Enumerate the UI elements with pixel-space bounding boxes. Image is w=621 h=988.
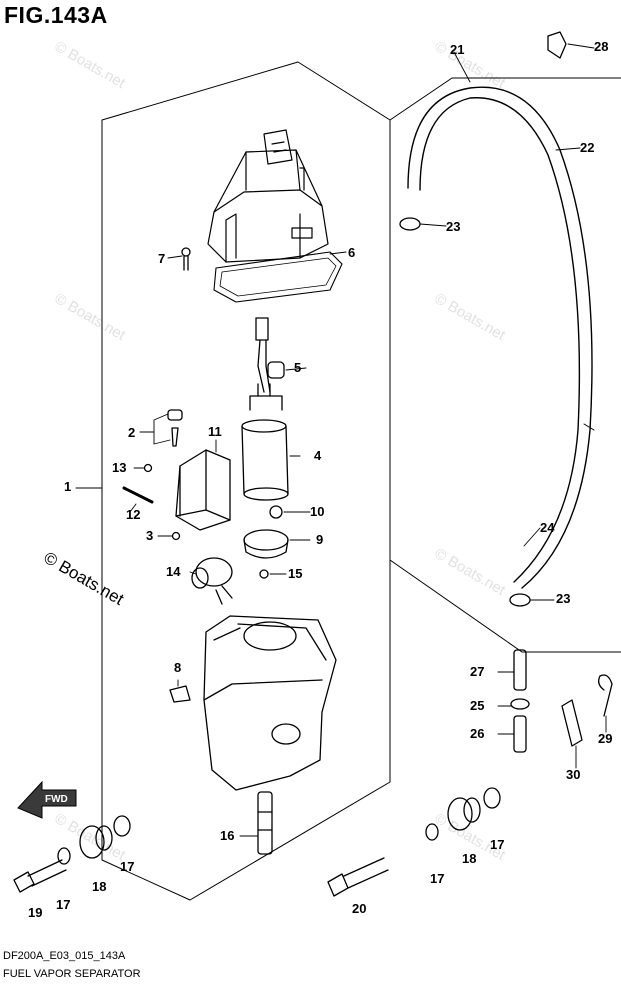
callout-21: 21 [450, 42, 465, 57]
callout-18: 18 [462, 851, 477, 866]
assembly-frame-right [389, 77, 621, 653]
pressure-regulator-part [191, 557, 233, 605]
callout-16: 16 [220, 828, 235, 843]
figure-name: FUEL VAPOR SEPARATOR [3, 968, 141, 980]
callout-7: 7 [158, 251, 166, 266]
hose-clamp-part [399, 217, 421, 231]
pipe-part-26 [513, 715, 527, 753]
vapor-separator-body [203, 615, 337, 791]
callout-4: 4 [314, 448, 322, 463]
collar-part-17 [57, 847, 71, 865]
forward-arrow-label: FWD [45, 794, 68, 805]
callout-25: 25 [470, 698, 485, 713]
figure-code: DF200A_E03_015_143A [3, 950, 126, 962]
callout-1: 1 [64, 479, 72, 494]
callout-17: 17 [56, 897, 71, 912]
callout-5: 5 [294, 360, 302, 375]
bolt-part-19 [13, 859, 67, 893]
screw-part-7 [181, 247, 191, 271]
fitting-part-2 [167, 409, 183, 447]
callout-9: 9 [316, 532, 324, 547]
callout-17: 17 [120, 859, 135, 874]
pump-bracket-part [243, 529, 289, 559]
callout-29: 29 [598, 731, 613, 746]
callout-28: 28 [594, 39, 609, 54]
rod-part [122, 486, 154, 504]
callout-22: 22 [580, 140, 595, 155]
callout-26: 26 [470, 726, 485, 741]
grommet-part-18-right [447, 797, 481, 831]
pipe-part-16 [257, 791, 273, 855]
clip-part-28 [547, 31, 567, 59]
callout-17: 17 [430, 871, 445, 886]
callout-18: 18 [92, 879, 107, 894]
callout-24: 24 [540, 520, 555, 535]
callout-14: 14 [166, 564, 181, 579]
bolt-part-3 [171, 531, 181, 541]
fuel-pump-part [241, 383, 289, 501]
callout-30: 30 [566, 767, 581, 782]
forward-arrow-icon: FWD [17, 780, 77, 819]
leader-lines [75, 43, 607, 837]
callout-6: 6 [348, 245, 356, 260]
clip-part-29 [598, 674, 613, 717]
gasket-part [213, 251, 343, 303]
pump-cover-part [207, 129, 329, 263]
clamp-part-25 [510, 698, 530, 710]
callout-15: 15 [288, 566, 303, 581]
callout-13: 13 [112, 460, 127, 475]
pump-harness-part [255, 317, 285, 393]
collar-part-17 [113, 815, 131, 837]
callout-3: 3 [146, 528, 154, 543]
assembly-frame-left [101, 61, 391, 901]
hose-clamp-part [509, 593, 531, 607]
callout-17: 17 [490, 837, 505, 852]
figure-title: FIG.143A [4, 2, 108, 28]
screw-part-15 [259, 569, 269, 579]
callout-2: 2 [128, 425, 136, 440]
callout-27: 27 [470, 664, 485, 679]
collar-part-17 [425, 823, 439, 841]
fuel-hose-part [407, 86, 593, 589]
callout-11: 11 [208, 424, 222, 439]
callout-10: 10 [310, 504, 325, 519]
pipe-part-27 [513, 649, 527, 691]
screw-part-13 [143, 463, 153, 473]
grommet-part-18-left [79, 825, 113, 859]
bolt-part-20 [327, 857, 389, 897]
drain-screw-part [169, 685, 191, 703]
bracket-part-30 [561, 699, 583, 747]
grommet-part [269, 505, 283, 519]
callout-23: 23 [556, 591, 571, 606]
callout-20: 20 [352, 901, 367, 916]
callout-23: 23 [446, 219, 461, 234]
callout-8: 8 [174, 660, 182, 675]
collar-part-17 [483, 787, 501, 809]
pump-cover-part-11 [175, 449, 231, 531]
callout-12: 12 [126, 507, 141, 522]
callout-19: 19 [28, 905, 43, 920]
